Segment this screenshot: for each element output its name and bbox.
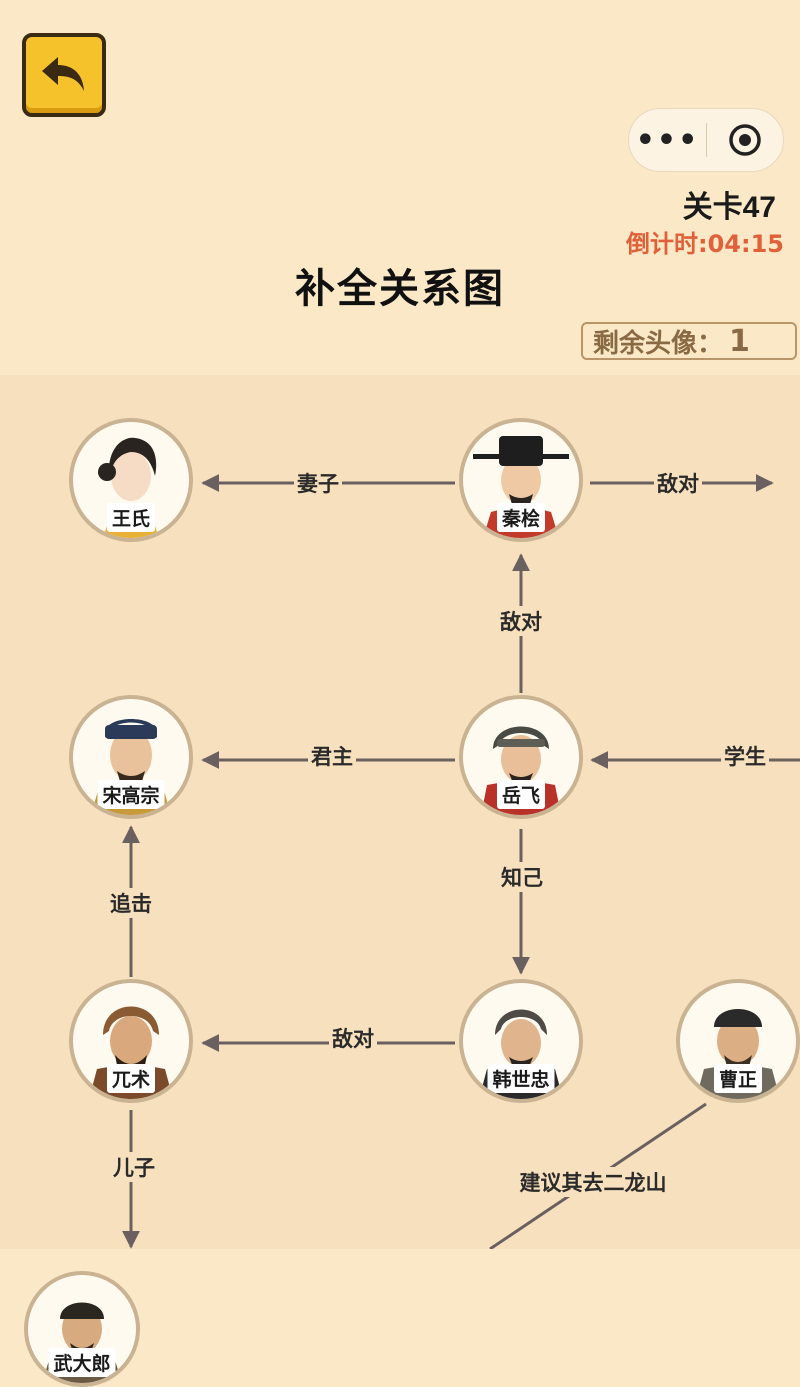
character-node-qin[interactable]: 秦桧: [459, 418, 583, 542]
relation-label-son: 儿子: [110, 1152, 158, 1182]
remaining-label: 剩余头像：: [593, 328, 724, 359]
capsule-divider: [706, 123, 707, 157]
character-node-yuefei[interactable]: 岳飞: [459, 695, 583, 819]
remaining-avatars-box: 剩余头像： 1: [581, 322, 797, 360]
more-dots-icon[interactable]: •••: [635, 122, 700, 158]
avatar-tray: 武大郎: [0, 1249, 800, 1387]
character-name: 韩世忠: [487, 1064, 555, 1093]
header-area: ••• 关卡47 倒计时:04:15 补全关系图 剩余头像： 1: [0, 0, 800, 375]
target-circle-icon: [729, 124, 761, 156]
character-name: 王氏: [106, 503, 156, 532]
relationship-board[interactable]: 妻子 敌对 敌对 君主 学生 知己 追击 敌对 儿子 建议其去二龙山 王氏 秦桧: [0, 375, 800, 1249]
character-name: 兀术: [106, 1064, 156, 1093]
character-name: 宋高宗: [97, 780, 165, 809]
character-node-cao[interactable]: 曹正: [676, 979, 800, 1103]
character-node-wuzhu[interactable]: 兀术: [69, 979, 193, 1103]
relation-label-monarch: 君主: [308, 741, 356, 771]
back-button[interactable]: [22, 33, 106, 117]
relation-label-student: 学生: [721, 741, 769, 771]
relation-label-enemy: 敌对: [497, 606, 545, 636]
character-node-han[interactable]: 韩世忠: [459, 979, 583, 1103]
character-name: 岳飞: [496, 780, 546, 809]
character-node-wudalang[interactable]: 武大郎: [24, 1271, 140, 1387]
relation-label-enemy: 敌对: [329, 1023, 377, 1053]
relation-label-enemy: 敌对: [654, 468, 702, 498]
remaining-count: 1: [729, 323, 750, 359]
close-button[interactable]: [707, 109, 783, 171]
character-name: 武大郎: [48, 1348, 116, 1377]
undo-arrow-icon: [42, 57, 84, 91]
page-title: 补全关系图: [295, 266, 505, 312]
character-node-wang[interactable]: 王氏: [69, 418, 193, 542]
countdown-timer: 倒计时:04:15: [626, 230, 784, 258]
relation-label-advice: 建议其去二龙山: [516, 1167, 670, 1197]
relation-label-wife: 妻子: [294, 468, 342, 498]
relation-label-pursue: 追击: [107, 888, 155, 918]
level-indicator: 关卡47: [682, 191, 776, 224]
character-node-gaozong[interactable]: 宋高宗: [69, 695, 193, 819]
character-name: 秦桧: [496, 503, 546, 532]
relation-label-confidant: 知己: [498, 862, 546, 892]
mini-program-capsule: •••: [628, 108, 784, 172]
character-name: 曹正: [713, 1064, 763, 1093]
